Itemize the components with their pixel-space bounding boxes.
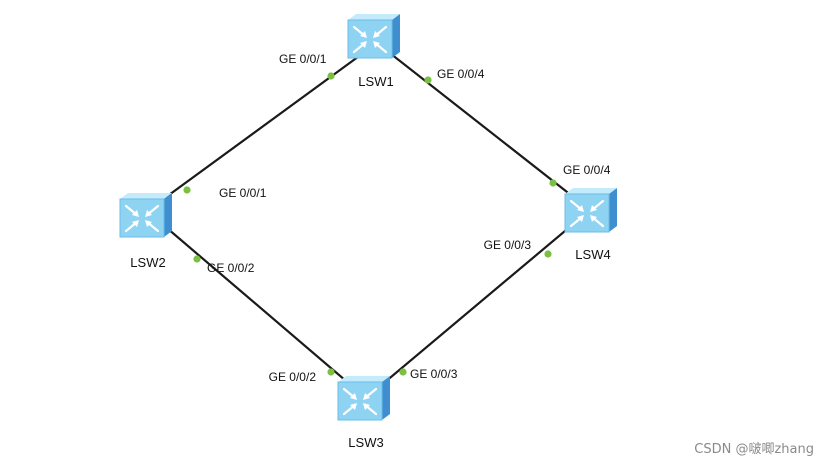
device-lsw1[interactable]: LSW1 — [346, 12, 402, 89]
port-dot-lsw2-from[interactable] — [193, 255, 201, 263]
device-lsw3[interactable]: LSW3 — [336, 374, 392, 450]
port-dot-lsw1-from[interactable] — [327, 72, 335, 80]
port-label-lsw1: GE 0/0/1 — [279, 52, 327, 66]
device-lsw2[interactable]: LSW2 — [118, 191, 174, 270]
switch-icon[interactable] — [118, 191, 174, 239]
port-dot-lsw2-to[interactable] — [183, 186, 191, 194]
switch-icon[interactable] — [563, 186, 619, 234]
device-lsw4[interactable]: LSW4 — [563, 186, 619, 262]
link-lsw3-lsw4[interactable] — [364, 208, 592, 400]
link-lsw2-lsw3[interactable] — [145, 209, 368, 400]
device-label-lsw2: LSW2 — [130, 255, 165, 270]
port-label-lsw4: GE 0/0/3 — [484, 238, 532, 252]
port-label-lsw4: GE 0/0/4 — [563, 163, 611, 177]
port-label-lsw3: GE 0/0/3 — [410, 367, 458, 381]
watermark-text: CSDN @啵唧zhang — [694, 442, 814, 457]
port-label-lsw2: GE 0/0/1 — [219, 186, 267, 200]
port-dot-lsw4-to[interactable] — [544, 250, 552, 258]
port-dot-lsw1-from[interactable] — [424, 76, 432, 84]
port-dot-lsw4-to[interactable] — [549, 179, 557, 187]
links-layer — [145, 41, 592, 400]
switch-icon[interactable] — [346, 12, 402, 60]
port-label-lsw3: GE 0/0/2 — [269, 370, 317, 384]
device-label-lsw1: LSW1 — [358, 74, 393, 89]
switch-icon[interactable] — [336, 374, 392, 422]
device-label-lsw4: LSW4 — [575, 247, 610, 262]
link-lsw1-lsw2[interactable] — [145, 41, 379, 213]
device-label-lsw3: LSW3 — [348, 435, 383, 450]
port-label-lsw2: GE 0/0/2 — [207, 261, 255, 275]
port-dot-lsw3-to[interactable] — [327, 368, 335, 376]
ports-layer: GE 0/0/1 GE 0/0/1 GE 0/0/4 GE 0/0/4 GE 0/0/2… — [183, 52, 611, 384]
port-label-lsw1: GE 0/0/4 — [437, 67, 485, 81]
port-dot-lsw3-from[interactable] — [399, 368, 407, 376]
